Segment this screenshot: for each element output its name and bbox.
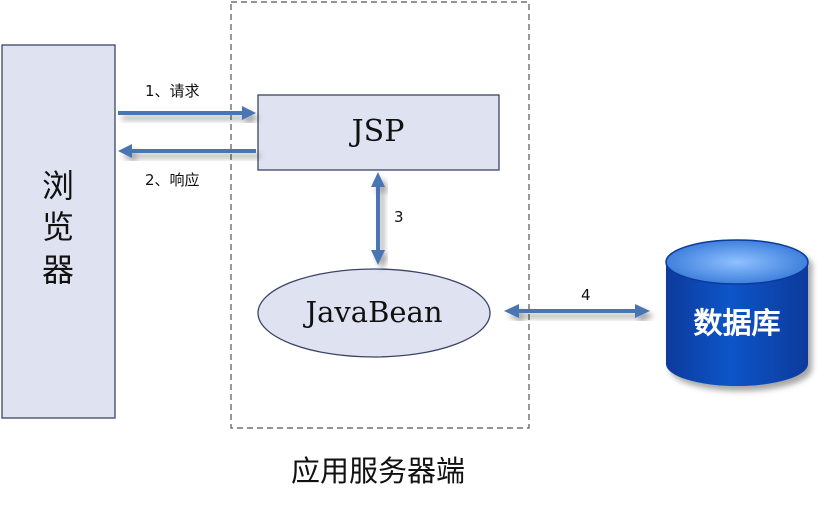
browser-label-char-3: 器 bbox=[42, 251, 74, 289]
browser-label-char-1: 浏 bbox=[42, 167, 74, 205]
browser-label-char-2: 览 bbox=[42, 208, 74, 246]
request-arrow bbox=[118, 106, 256, 120]
request-label: 1、请求 bbox=[145, 82, 200, 100]
database-cylinder bbox=[665, 239, 809, 386]
database-label: 数据库 bbox=[693, 306, 780, 340]
arrow-3-label: 3 bbox=[394, 208, 404, 226]
jsp-box bbox=[257, 94, 500, 171]
javabean-database-arrow bbox=[504, 304, 650, 318]
response-label: 2、响应 bbox=[145, 171, 200, 189]
javabean-ellipse bbox=[257, 268, 491, 358]
server-frame bbox=[230, 1, 530, 429]
server-label: 应用服务器端 bbox=[291, 454, 465, 488]
jsp-javabean-arrow bbox=[371, 172, 385, 265]
javabean-label: JavaBean bbox=[302, 295, 442, 329]
browser-box bbox=[1, 44, 116, 419]
arrow-4-label: 4 bbox=[581, 286, 591, 304]
response-arrow bbox=[118, 144, 256, 158]
jsp-label: JSP bbox=[349, 114, 405, 149]
